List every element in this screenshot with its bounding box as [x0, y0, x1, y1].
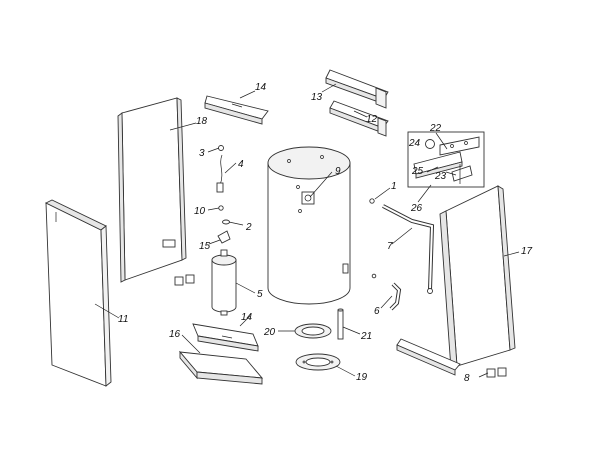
part-1-fitting: [369, 198, 375, 204]
label-12: 12: [366, 114, 378, 125]
part-9-water-tank: [267, 146, 351, 305]
part-18-rear-panel: [117, 97, 187, 283]
label-1: 1: [391, 181, 397, 192]
part-16-base-tray: [178, 350, 264, 385]
label-25: 25: [411, 166, 424, 177]
label-4: 4: [238, 159, 244, 170]
part-17-right-side-panel: [439, 185, 516, 370]
label-9: 9: [335, 166, 341, 177]
part-14-top-bracket: [204, 95, 269, 125]
part-3-fitting: [218, 145, 224, 151]
label-14-top: 14: [255, 82, 267, 93]
electrical-components-box: [407, 131, 485, 188]
part-4-flex-hose: [216, 154, 224, 193]
label-24: 24: [408, 138, 421, 149]
label-2: 2: [245, 222, 252, 233]
label-16: 16: [169, 329, 181, 340]
part-10-washer: [218, 205, 224, 211]
part-2-washer: [222, 219, 230, 225]
label-15: 15: [199, 241, 211, 252]
part-6-pipe: [389, 282, 402, 311]
label-23: 23: [434, 171, 447, 182]
label-14-bottom: 14: [241, 312, 253, 323]
part-5-expansion-vessel: [211, 249, 237, 316]
label-6: 6: [374, 306, 380, 317]
label-21: 21: [360, 331, 372, 342]
label-22: 22: [429, 123, 442, 134]
part-11-left-side-panel: [44, 199, 112, 387]
label-10: 10: [194, 206, 206, 217]
label-17: 17: [521, 246, 533, 257]
label-7: 7: [387, 241, 393, 252]
rear-panel-clips: [174, 274, 195, 286]
part-20-gasket-ring: [294, 323, 332, 339]
part-12-rail: [329, 100, 389, 137]
part-small-plug: [371, 273, 377, 279]
part-19-flange: [295, 353, 341, 371]
label-20: 20: [263, 327, 276, 338]
part-24-knob: [425, 139, 435, 149]
part-25-board: [413, 151, 463, 179]
part-8-clips: [486, 367, 507, 378]
part-7-pipe: [382, 204, 435, 294]
label-11: 11: [118, 314, 128, 325]
leader-lines: [94, 83, 520, 378]
right-floor-rail: [396, 338, 461, 376]
label-19: 19: [356, 372, 368, 383]
label-5: 5: [257, 289, 263, 300]
part-22-terminal-strip: [439, 136, 480, 156]
part-21-anode-rod: [337, 308, 344, 340]
part-14-bottom-bracket: [192, 323, 259, 352]
label-8: 8: [464, 373, 470, 384]
label-13: 13: [311, 92, 323, 103]
part-13-top-rail: [325, 69, 389, 109]
label-3: 3: [199, 148, 205, 159]
part-number-labels: 14 13 12 18 24 22 3 4 9 25 23 1 26 10 2 …: [118, 82, 533, 384]
label-18: 18: [196, 116, 208, 127]
label-26: 26: [410, 203, 423, 214]
part-15-clip: [217, 230, 231, 244]
part-23-connector: [451, 164, 473, 184]
